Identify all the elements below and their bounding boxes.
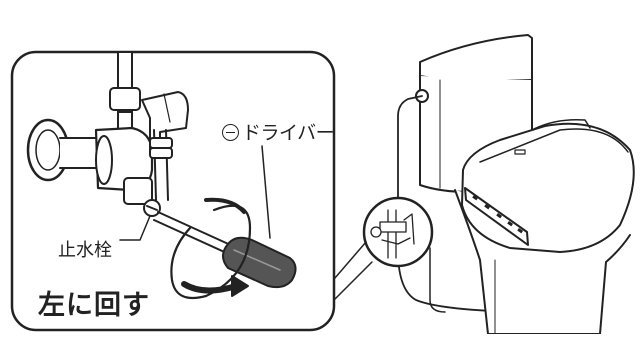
- minus-slot-icon: [222, 124, 239, 141]
- screwdriver-label: ドライバー: [222, 118, 334, 145]
- toilet-illustration: [398, 35, 634, 334]
- turn-left-instruction: 左に回す: [38, 283, 150, 322]
- toilet-tank: [420, 35, 532, 80]
- stop-valve-label: 止水栓: [58, 236, 112, 262]
